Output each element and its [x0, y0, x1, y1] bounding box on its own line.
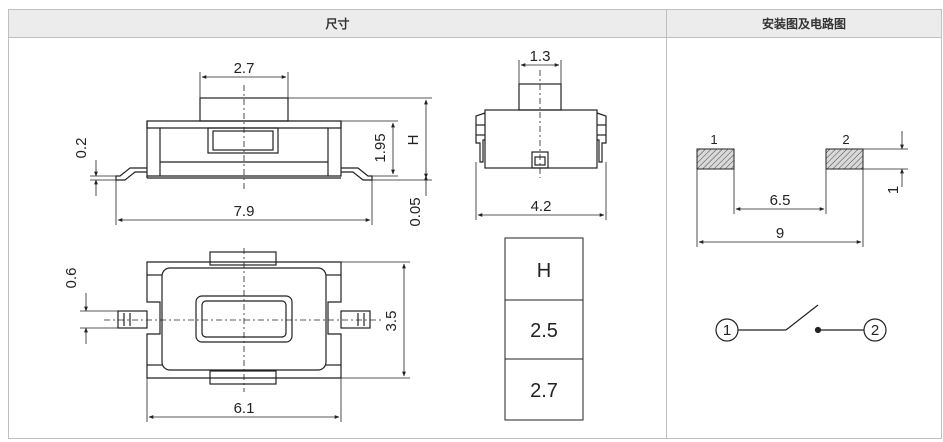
footprint-dims [696, 131, 908, 247]
pad-1 [696, 148, 735, 170]
dim-length: 7.9 [234, 203, 255, 220]
pad-1-label: 1 [710, 132, 717, 147]
side-view [475, 70, 607, 178]
h-table-row-2: 2.7 [530, 380, 558, 402]
dim-standoff: 0.05 [407, 197, 424, 226]
front-view [115, 85, 373, 190]
pad-2 [825, 148, 864, 170]
install-panel [666, 37, 942, 439]
top-view-dims [80, 261, 410, 422]
dim-pad-height: 1 [885, 186, 902, 194]
dim-side-width: 4.2 [531, 198, 552, 215]
switch-circuit [715, 304, 887, 342]
h-table-header: H [537, 260, 551, 282]
dim-body-height: 1.95 [372, 133, 389, 162]
dim-lead-width: 0.6 [63, 268, 80, 289]
pin-2-circle [863, 318, 887, 342]
pin-2-label: 2 [871, 322, 879, 339]
dim-h-label: H [405, 135, 422, 146]
h-table-row-1: 2.5 [530, 320, 558, 342]
dim-lead-thickness: 0.2 [73, 138, 90, 159]
h-table [504, 237, 584, 421]
dim-top-width: 2.7 [234, 60, 255, 77]
pin-1-label: 1 [723, 322, 731, 339]
front-dims [90, 72, 432, 225]
footprint [696, 148, 864, 170]
size-header: 尺寸 [8, 9, 667, 38]
dim-pad-span: 9 [776, 225, 784, 242]
dim-side-plunger: 1.3 [530, 48, 551, 65]
dim-body-depth: 3.5 [383, 311, 400, 332]
side-dims [475, 60, 607, 220]
pad-2-label: 2 [842, 132, 849, 147]
dim-pad-gap: 6.5 [770, 192, 791, 209]
top-view [104, 248, 384, 392]
dim-body-length: 6.1 [234, 400, 255, 417]
